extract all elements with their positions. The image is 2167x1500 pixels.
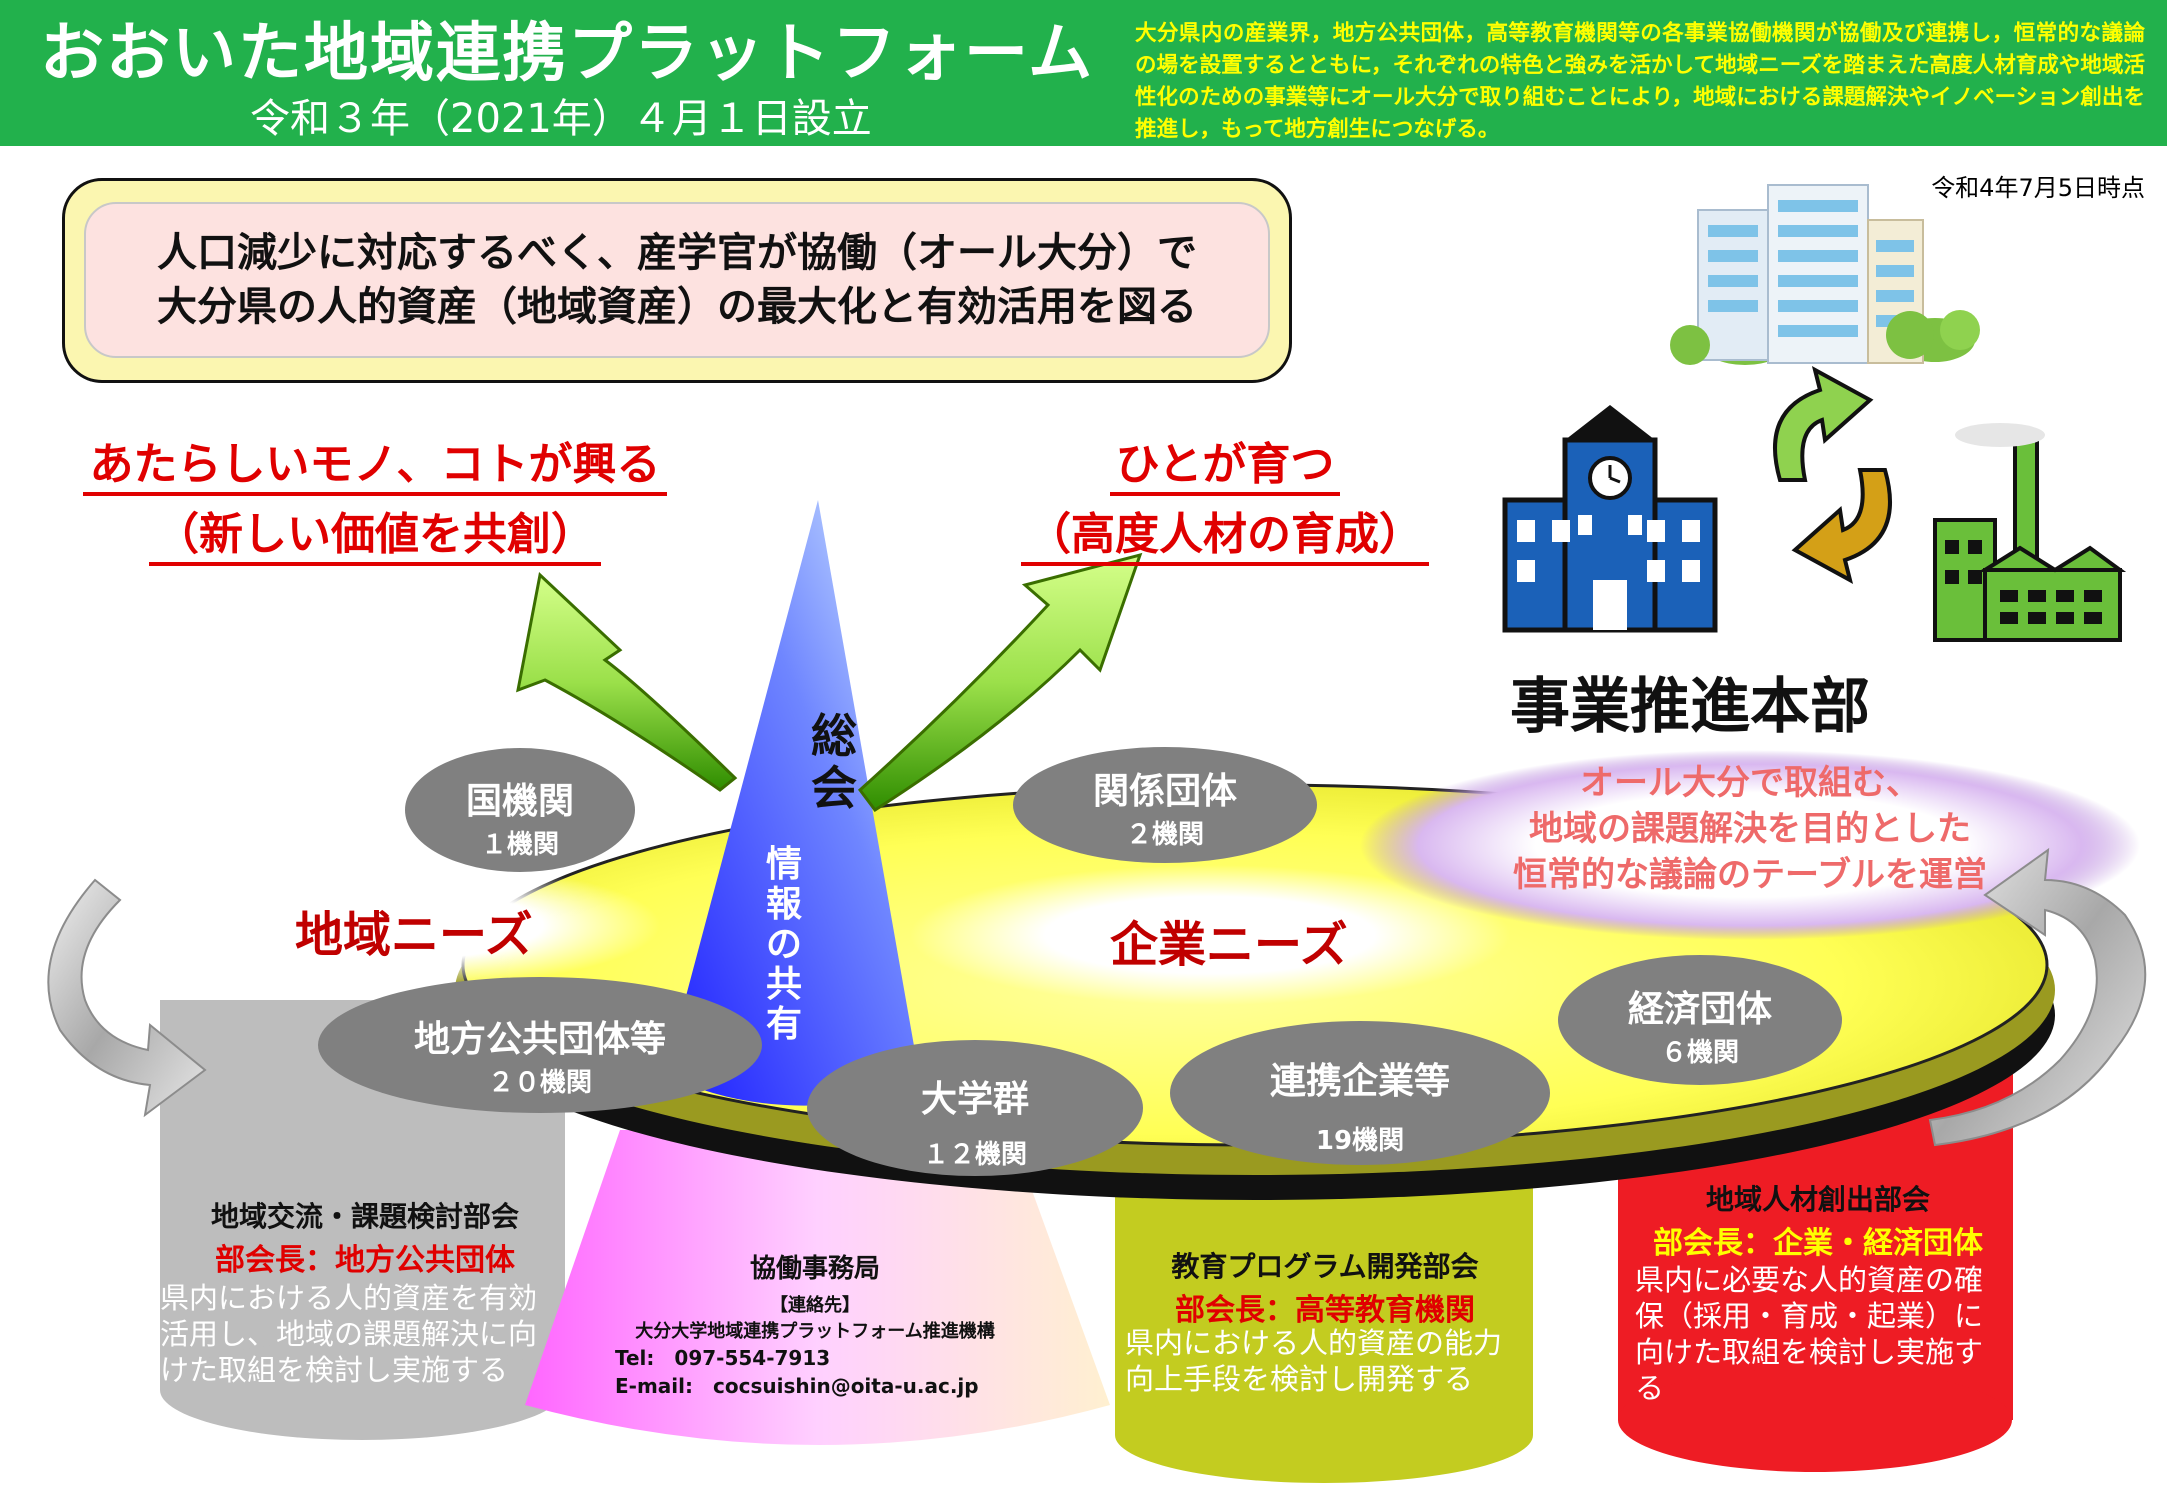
right-goal-arrow (857, 552, 1143, 813)
member-count: 19機関 (1315, 1126, 1405, 1156)
committee-desc: 県内における人的資産を有効活用し、地域の課題解決に向けた取組を検討し実施する (160, 1281, 538, 1387)
member-name: 大学群 (920, 1079, 1029, 1120)
goal-new-value-line-1: あたらしいモノ、コトが興る (83, 428, 667, 496)
mission-statement: 人口減少に対応するべく、産学官が協働（オール大分）で 大分県の人的資産（地域資産… (84, 202, 1270, 358)
goal-human-line-2: （高度人材の育成） (1021, 498, 1429, 566)
committee-title: 教育プログラム開発部会 (1171, 1250, 1479, 1283)
committee-title: 地域交流・課題検討部会 (210, 1200, 519, 1233)
header-banner (0, 0, 2167, 146)
as-of-date: 令和4年7月5日時点 (1931, 174, 2145, 202)
bureau-tel: Tel: 097-554-7913 (615, 1346, 831, 1370)
member-partner-companies: 連携企業等 19機関 (1170, 1052, 1550, 1157)
committee-chair: 部会長：企業・経済団体 (1653, 1226, 1983, 1261)
page-title: おおいた地域連携プラットフォーム (40, 17, 1095, 91)
member-name: 経済団体 (1627, 989, 1772, 1030)
committee-education-program: 教育プログラム開発部会 部会長：高等教育機関 (1125, 1245, 1525, 1329)
hq-title: 事業推進本部 (1510, 672, 1870, 742)
right-circulation-arrow (1928, 847, 2147, 1147)
oval-universities (807, 1040, 1143, 1176)
general-assembly-label: 総会 (811, 709, 857, 815)
corporate-needs-glow (910, 865, 1510, 1005)
cycle-arrows-icon (1773, 366, 1892, 584)
member-count: ２０機関 (487, 1068, 592, 1098)
goal-new-value: あたらしいモノ、コトが興る （新しい価値を共創） (45, 428, 705, 566)
bureau-org: 大分大学地域連携プラットフォーム推進機構 (635, 1321, 995, 1342)
established-date: 令和３年（2021年）４月１日設立 (250, 96, 872, 142)
member-name: 国機関 (465, 781, 574, 822)
oval-related-orgs (1013, 747, 1317, 863)
oval-local-govt (318, 977, 762, 1113)
bureau-email: E-mail: cocsuishin@oita-u.ac.jp (615, 1374, 979, 1398)
factory-icon (1933, 423, 2127, 642)
bureau-title: 協働事務局 (749, 1254, 880, 1284)
corporate-needs-label: 企業ニーズ (1110, 917, 1348, 973)
regional-needs-label: 地域ニーズ (295, 907, 533, 963)
hq-description: オール大分で取組む、 地域の課題解決を目的とした 恒常的な議論のテーブルを運営 (1420, 760, 2080, 898)
member-local-govt: 地方公共団体等 ２０機関 (318, 1010, 762, 1099)
goal-human-line-1: ひとが育つ (1109, 428, 1341, 496)
member-related-orgs: 関係団体 ２機関 (1013, 762, 1317, 851)
committee-regional-exchange: 地域交流・課題検討部会 部会長：地方公共団体 (170, 1195, 560, 1279)
office-building-icon (1670, 184, 1980, 365)
member-universities: 大学群 １２機関 (807, 1070, 1143, 1171)
member-count: １２機関 (922, 1140, 1027, 1170)
oval-national-agency (405, 748, 635, 872)
goal-human-development: ひとが育つ （高度人材の育成） (990, 428, 1460, 566)
hq-line-2: 地域の課題解決を目的とした (1529, 809, 1971, 849)
committee-human-resources: 地域人材創出部会 部会長：企業・経済団体 (1628, 1178, 2008, 1262)
goal-new-value-line-2: （新しい価値を共創） (149, 498, 601, 566)
mission-line-1: 人口減少に対応するべく、産学官が協働（オール大分）で (157, 230, 1197, 276)
bureau-contact-label: 【連絡先】 (770, 1295, 860, 1316)
member-national-agency: 国機関 １機関 (405, 772, 635, 861)
info-sharing-label: 情報の共有 (765, 844, 802, 1045)
left-goal-arrow (516, 572, 738, 792)
hq-line-3: 恒常的な議論のテーブルを運営 (1513, 855, 1987, 895)
member-name: 関係団体 (1092, 771, 1237, 812)
committee-desc: 県内に必要な人的資産の確保（採用・育成・起業）に向けた取組を検討し実施する (1635, 1263, 1984, 1405)
member-name: 連携企業等 (1269, 1061, 1450, 1102)
committee-desc: 県内における人的資産の能力向上手段を検討し開発する (1125, 1326, 1503, 1396)
regional-needs-glow (140, 863, 660, 987)
hq-line-1: オール大分で取組む、 (1580, 763, 1920, 803)
committee-title: 地域人材創出部会 (1705, 1183, 1930, 1216)
oval-partner-companies (1170, 1021, 1550, 1165)
committee-chair: 部会長：高等教育機関 (1175, 1293, 1475, 1328)
member-name: 地方公共団体等 (413, 1019, 666, 1060)
hq-table-glow (1360, 750, 2140, 940)
header-description: 大分県内の産業界，地方公共団体，高等教育機関等の各事業協働機関が協働及び連携し，… (1135, 21, 2145, 142)
university-building-icon (1502, 405, 1718, 633)
member-count: １機関 (480, 830, 559, 860)
mission-line-2: 大分県の人的資産（地域資産）の最大化と有効活用を図る (157, 284, 1197, 330)
member-economic-orgs: 経済団体 ６機関 (1558, 980, 1842, 1069)
member-count: ６機関 (1660, 1038, 1739, 1068)
committee-chair: 部会長：地方公共団体 (215, 1243, 515, 1278)
general-assembly-cone (665, 500, 920, 1106)
oval-economic-orgs (1558, 955, 1842, 1085)
member-count: ２機関 (1125, 820, 1204, 850)
cooperation-bureau: 協働事務局 【連絡先】 大分大学地域連携プラットフォーム推進機構 (590, 1248, 1040, 1343)
bureau-cone (525, 1130, 1110, 1445)
left-circulation-arrow (47, 878, 207, 1118)
